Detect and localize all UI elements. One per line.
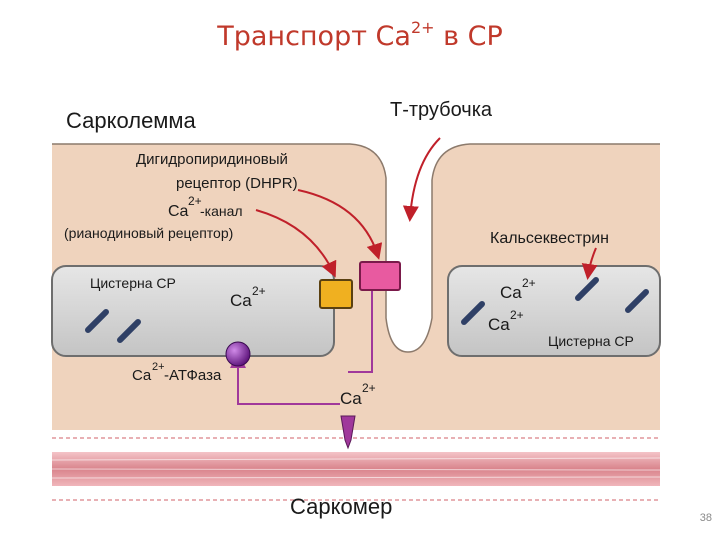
annotation-arrows <box>255 137 598 280</box>
t-tubule-arrow <box>402 137 441 222</box>
label-ca-right-2: Ca <box>488 315 510 334</box>
page-number: 38 <box>699 512 712 524</box>
ca-channel-arrow <box>255 209 337 278</box>
ca-atpase-pump <box>225 341 251 367</box>
label-sarcolemma: Сарколемма <box>66 108 197 133</box>
cytoplasm <box>52 144 660 430</box>
title-superscript: 2+ <box>410 18 435 37</box>
sarcomere-striations <box>51 457 661 479</box>
ryanodine-channel <box>319 279 353 309</box>
calsequestrin-rods <box>85 277 649 343</box>
label-ryanodine: (рианодиновый рецептор) <box>64 225 233 241</box>
label-ca-channel-ca: Ca <box>168 203 189 220</box>
label-sarcomere: Саркомер <box>290 494 392 519</box>
ca-pathways <box>230 290 373 405</box>
slide-title: Транспорт Ca2+ в СР <box>0 18 720 52</box>
label-ca-released: Ca <box>340 389 362 408</box>
label-dhpr-line2: рецептор (DHPR) <box>176 175 298 192</box>
label-zone <box>52 88 660 144</box>
title-prefix: Транспорт Ca <box>217 21 411 52</box>
dhpr-arrow <box>297 189 383 260</box>
dhpr-receptor <box>359 261 401 291</box>
title-suffix: в СР <box>434 21 503 52</box>
label-ca-left-charge: 2+ <box>252 284 266 298</box>
calsequestrin-rod <box>625 289 649 313</box>
label-t-tubule: Т-трубочка <box>390 99 493 121</box>
ca-uptake-path <box>230 352 340 405</box>
label-ca-released-charge: 2+ <box>362 381 376 395</box>
calsequestrin-rod <box>85 309 109 333</box>
label-ca-right-1-charge: 2+ <box>522 276 536 290</box>
ca-release-down-arrow <box>340 415 356 450</box>
calsequestrin-rod <box>575 277 599 301</box>
label-cistern-left: Цистерна СР <box>90 275 176 291</box>
calsequestrin-rod <box>461 301 485 325</box>
calsequestrin-rod <box>117 319 141 343</box>
calsequestrin-arrow <box>581 247 598 280</box>
ca-release-path <box>348 290 373 373</box>
label-ca-channel-charge: 2+ <box>188 194 202 208</box>
label-calsequestrin: Кальсеквестрин <box>490 230 609 247</box>
label-ca-left: Ca <box>230 291 252 310</box>
label-ca-right-1: Ca <box>500 283 522 302</box>
label-dhpr-line1: Дигидропиридиновый <box>136 151 288 168</box>
label-atpase-ca: Ca <box>132 367 152 384</box>
label-cistern-right: Цистерна СР <box>548 333 634 349</box>
label-atpase-charge: 2+ <box>152 361 165 373</box>
label-ca-right-2-charge: 2+ <box>510 308 524 322</box>
label-ca-channel-rest: -канал <box>200 203 243 219</box>
label-atpase-rest: -АТФаза <box>164 367 222 384</box>
sarcolemma-membrane <box>52 143 660 353</box>
sr-cistern-right <box>447 265 661 357</box>
